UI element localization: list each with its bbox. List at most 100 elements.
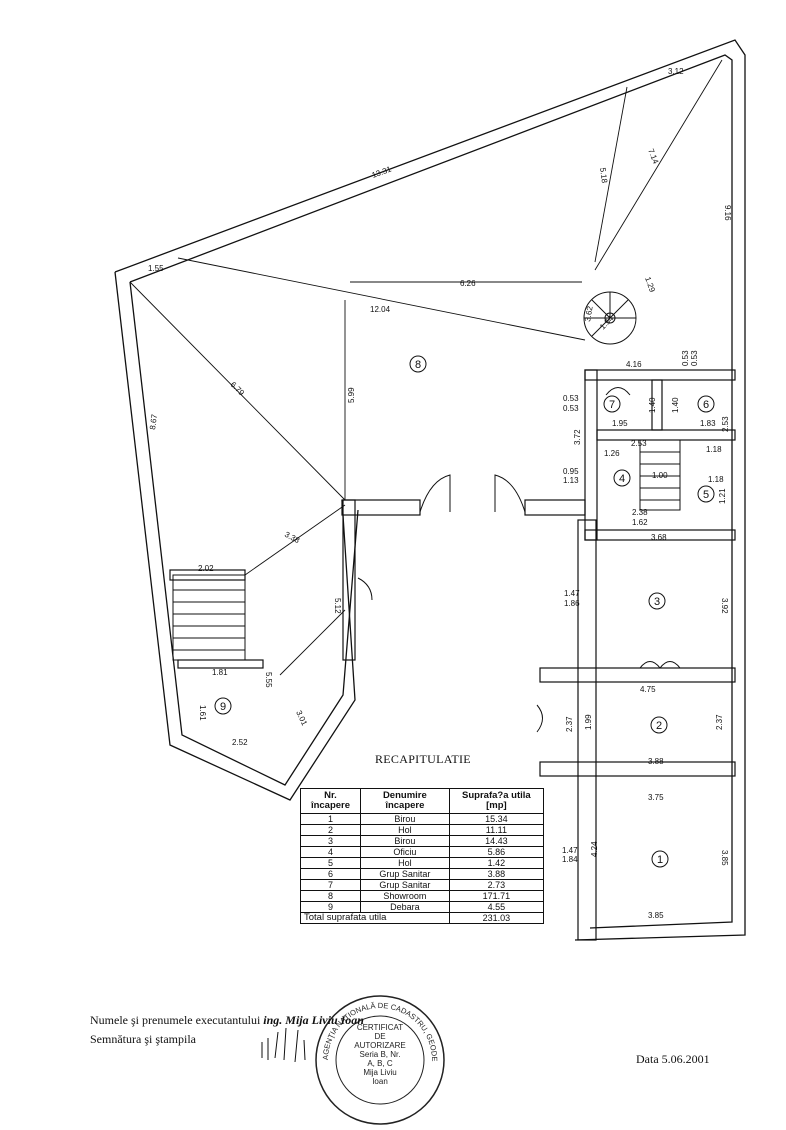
dim-label: 1.95	[612, 419, 628, 428]
dim-label: 1.61	[198, 705, 207, 721]
dim-label: 1.83	[700, 419, 716, 428]
cell-nr: 3	[300, 835, 361, 847]
dim-label: 5.55	[264, 672, 273, 688]
executant-name: ing. Mija Liviu Ioan	[263, 1013, 364, 1027]
dim-label: 2.53	[631, 439, 647, 448]
dim-label: 0.53	[690, 350, 699, 366]
dim-label: 0.53	[563, 394, 579, 403]
signature-label: Semnătura şi ştampila	[90, 1032, 196, 1046]
executant-line: Numele şi prenumele executantului ing. M…	[90, 1013, 364, 1028]
dim-label: 1.55	[148, 264, 164, 273]
official-stamp: AGENŢIA NAŢIONALĂ DE CADASTRU, GEODEZIE …	[310, 990, 445, 1125]
dim-label: 3.75	[648, 793, 664, 802]
room-markers	[214, 355, 715, 868]
room-label-1: 1	[657, 854, 663, 866]
total-label: Total suprafata utila	[300, 912, 450, 924]
dim-label: 3.12	[668, 67, 684, 76]
executant-label: Numele şi prenumele executantului	[90, 1013, 261, 1027]
dim-label: 3.92	[720, 598, 729, 614]
dim-label: 4.16	[626, 360, 642, 369]
room-label-8: 8	[415, 359, 421, 371]
doors	[357, 387, 681, 733]
signature	[261, 1027, 306, 1063]
stamp-line: AUTORIZARE	[354, 1041, 405, 1050]
cell-name: Showroom	[359, 890, 450, 902]
room-label-3: 3	[654, 596, 660, 608]
dim-label: 13.31	[371, 164, 393, 179]
dim-label: 1.62	[632, 518, 648, 527]
dim-label: 1.47	[562, 846, 578, 855]
dim-label: 1.29	[643, 276, 657, 294]
cell-area: 2.73	[448, 879, 545, 891]
dim-label: 3.68	[651, 533, 667, 542]
dim-label: 1.81	[212, 668, 228, 677]
dim-label: 2.37	[565, 716, 574, 732]
stamp-line: DE	[374, 1032, 385, 1041]
cell-nr: 1	[300, 813, 361, 825]
cell-name: Hol	[359, 824, 450, 836]
cell-area: 3.88	[448, 868, 545, 880]
dim-label: 0.95	[563, 467, 579, 476]
room-label-9: 9	[220, 701, 226, 713]
redacted-area	[25, 0, 283, 108]
cell-area: 4.55	[448, 901, 545, 913]
dim-label: 4.75	[640, 685, 656, 694]
cell-nr: 4	[300, 846, 361, 858]
dim-label: 5.12	[333, 598, 342, 614]
dim-label: 12.04	[370, 305, 391, 314]
cell-name: Birou	[359, 835, 450, 847]
total-value: 231.03	[448, 912, 545, 924]
cell-name: Grup Sanitar	[359, 868, 450, 880]
stamp-line: Ioan	[372, 1077, 388, 1086]
dim-label: 1.54	[598, 314, 616, 332]
date-line: Data 5.06.2001	[636, 1052, 710, 1067]
cell-area: 14.43	[448, 835, 545, 847]
room-label-5: 5	[703, 489, 709, 501]
dim-label: 2.37	[715, 714, 724, 730]
dim-label: 1.18	[706, 445, 722, 454]
cell-nr: 7	[300, 879, 361, 891]
dim-label: 7.14	[646, 147, 660, 165]
dim-label: 2.52	[232, 738, 248, 747]
dim-label: 3.38	[283, 530, 301, 546]
dim-label: 1.40	[648, 397, 657, 413]
recap-table: Nr. încapere Denumire încapere Suprafa?a…	[300, 788, 545, 924]
cell-nr: 6	[300, 868, 361, 880]
recap-title: RECAPITULATIE	[375, 752, 471, 766]
cell-name: Oficiu	[359, 846, 450, 858]
dim-label: 3.01	[294, 709, 309, 727]
dim-label: 1.86	[564, 599, 580, 608]
dim-label: 3.72	[573, 429, 582, 445]
outer-walls	[114, 39, 746, 941]
dim-label: 1.99	[584, 714, 593, 730]
dim-label: 5.99	[347, 387, 356, 403]
stamp-line: A, B, C	[367, 1059, 393, 1068]
dim-label: 6.79	[229, 380, 247, 398]
cell-area: 15.34	[448, 813, 545, 825]
date-value: 5.06.2001	[661, 1052, 710, 1066]
dim-label: 1.13	[563, 476, 579, 485]
floor-plan: 8 7 6 4 5 3 2 1 9 3.12 13.31 9.16 7.14 5…	[25, 0, 746, 1063]
col-header-nr: Nr. încapere	[300, 788, 361, 814]
col-header-area: Suprafa?a utila [mp]	[448, 788, 545, 814]
dim-label: 1.21	[718, 488, 727, 504]
staircase-main	[172, 574, 246, 661]
dim-label: 1.18	[708, 475, 724, 484]
measurement-lines	[129, 59, 723, 676]
cell-name: Hol	[359, 857, 450, 869]
stamp-line: CERTIFICAT	[357, 1023, 403, 1032]
cell-area: 171.71	[448, 890, 545, 902]
dim-label: 1.00	[652, 471, 668, 480]
cell-name: Debara	[359, 901, 450, 913]
dim-label: 9.16	[723, 205, 732, 221]
dim-label: 0.53	[563, 404, 579, 413]
dim-label: 3.62	[583, 305, 595, 322]
staircase-office	[639, 439, 681, 511]
